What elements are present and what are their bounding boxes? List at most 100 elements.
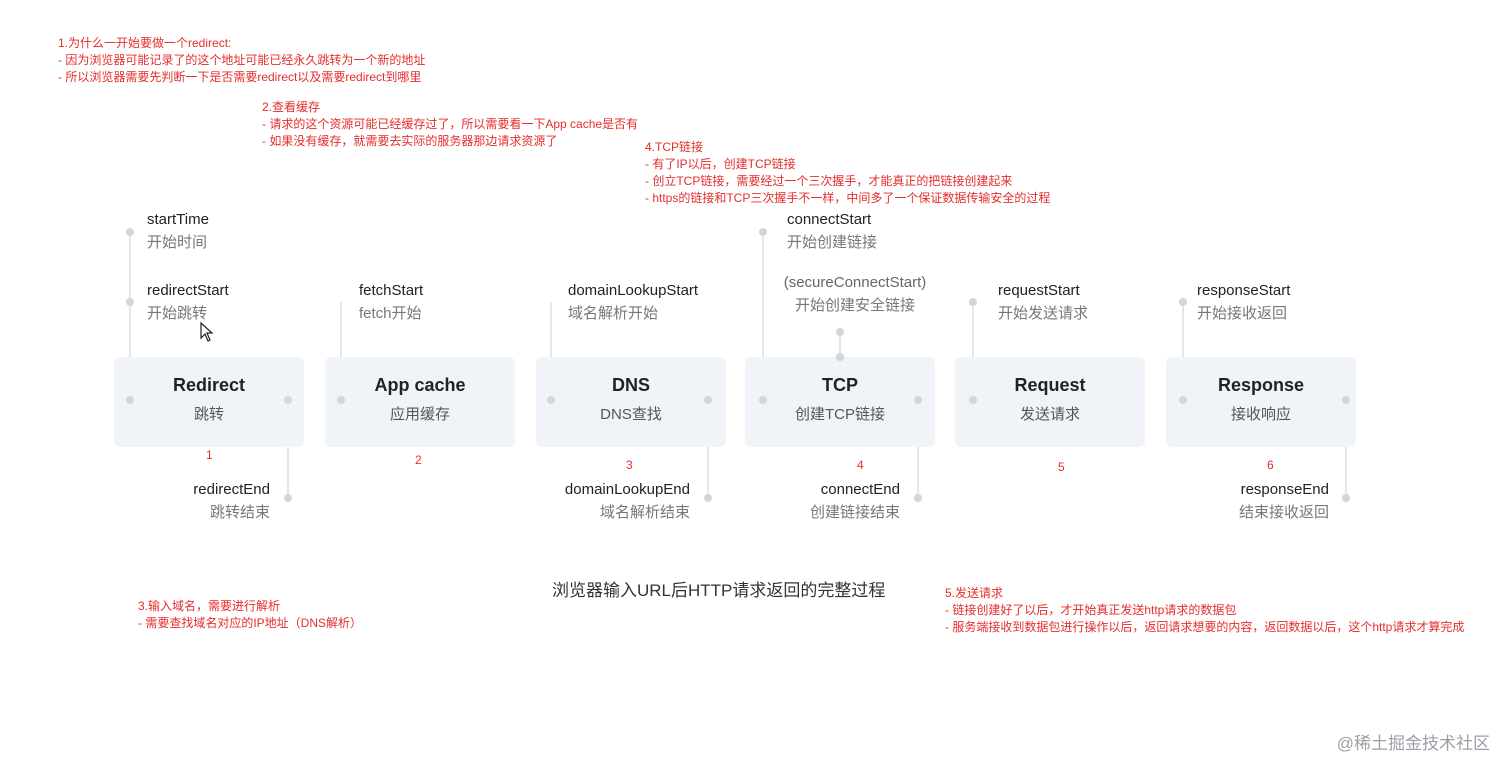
label-fetchstart: fetchStart fetch开始	[359, 281, 423, 324]
stage-subtitle: DNS查找	[600, 406, 662, 423]
dot-connectend	[914, 494, 922, 502]
note-title: 5.发送请求	[945, 586, 1004, 600]
label-zh: 域名解析结束	[599, 504, 690, 521]
note-line: - 请求的这个资源可能已经缓存过了，所以需要看一下App cache是否有	[262, 117, 639, 131]
stage-redirect: Redirect 跳转	[114, 357, 304, 447]
note-line: - 需要查找域名对应的IP地址（DNS解析）	[138, 616, 363, 630]
label-en: connectEnd	[820, 481, 900, 498]
label-en: (secureConnectStart)	[783, 274, 927, 291]
label-connectend: connectEnd 创建链接结束	[810, 480, 900, 523]
dot-requeststart-top	[969, 298, 977, 306]
dot-fetchstart	[337, 396, 345, 404]
label-zh: 开始发送请求	[998, 305, 1089, 322]
dot-responsestart	[1179, 396, 1187, 404]
line-redirectend	[287, 398, 289, 498]
note-request: 5.发送请求 - 链接创建好了以后，才开始真正发送http请求的数据包 - 服务…	[945, 585, 1464, 636]
label-en: redirectEnd	[193, 481, 270, 498]
label-en: domainLookupStart	[568, 282, 699, 299]
diagram-title: 浏览器输入URL后HTTP请求返回的完整过程	[552, 581, 886, 600]
stage-request: Request 发送请求	[955, 357, 1145, 447]
label-zh: 创建链接结束	[809, 504, 900, 521]
label-en: responseEnd	[1240, 481, 1329, 498]
label-responseend: responseEnd 结束接收返回	[1239, 480, 1329, 523]
note-line: - 有了IP以后，创建TCP链接	[645, 157, 796, 171]
label-redirectend: redirectEnd 跳转结束	[193, 480, 270, 523]
stage-title: DNS	[611, 375, 650, 395]
note-redirect: 1.为什么一开始要做一个redirect: - 因为浏览器可能记录了的这个地址可…	[58, 35, 425, 86]
line-responsestart	[1182, 302, 1184, 400]
label-en: connectStart	[787, 211, 872, 228]
line-domainlookupend	[707, 398, 709, 498]
label-zh: fetch开始	[359, 305, 422, 322]
label-en: startTime	[147, 211, 209, 228]
dot-tcp-end	[914, 396, 922, 404]
line-connectstart	[762, 232, 764, 400]
label-zh: 开始跳转	[147, 305, 208, 322]
label-en: redirectStart	[147, 282, 229, 299]
stage-title: TCP	[822, 375, 858, 395]
note-dns: 3.输入域名，需要进行解析 - 需要查找域名对应的IP地址（DNS解析）	[138, 598, 362, 632]
stage-number-1: 1	[206, 448, 213, 462]
watermark: @稀土掘金技术社区	[1336, 734, 1490, 753]
stage-tcp: TCP 创建TCP链接	[745, 357, 935, 447]
label-zh: 开始创建链接	[787, 234, 878, 251]
dot-responseend	[1342, 494, 1350, 502]
note-line: - 所以浏览器需要先判断一下是否需要redirect以及需要redirect到哪…	[58, 70, 422, 84]
dot-domainlookupend	[704, 494, 712, 502]
dot-secureconnect-top	[836, 328, 844, 336]
line-starttime	[129, 232, 131, 400]
mouse-cursor-icon	[200, 322, 214, 342]
stage-number-4: 4	[857, 458, 864, 472]
stage-subtitle: 跳转	[193, 406, 224, 423]
line-responseend	[1345, 398, 1347, 498]
label-requeststart: requestStart 开始发送请求	[998, 281, 1088, 324]
label-en: domainLookupEnd	[564, 481, 690, 498]
stage-subtitle: 应用缓存	[389, 406, 450, 423]
label-en: responseStart	[1197, 282, 1291, 299]
dot-tcp-begin	[759, 396, 767, 404]
stage-number-6: 6	[1267, 458, 1274, 472]
stage-title: Redirect	[172, 375, 246, 395]
line-fetchstart	[340, 302, 342, 400]
note-line: - 创立TCP链接，需要经过一个三次握手，才能真正的把链接创建起来	[645, 174, 1013, 188]
note-line: - 因为浏览器可能记录了的这个地址可能已经永久跳转为一个新的地址	[58, 53, 426, 67]
line-connectend	[917, 398, 919, 498]
dot-redirectstart	[126, 298, 134, 306]
label-zh: 开始接收返回	[1197, 305, 1288, 322]
label-zh: 跳转结束	[209, 504, 270, 521]
stage-number-3: 3	[626, 458, 633, 472]
note-title: 4.TCP链接	[645, 140, 704, 154]
note-line: - https的链接和TCP三次握手不一样，中间多了一个保证数据传输安全的过程	[645, 191, 1051, 205]
line-secureconnect	[839, 330, 841, 358]
stage-title: Request	[1014, 375, 1086, 395]
label-zh: 域名解析开始	[568, 305, 659, 322]
stage-subtitle: 创建TCP链接	[794, 406, 885, 423]
label-zh: 结束接收返回	[1238, 504, 1329, 521]
dot-responsestart-top	[1179, 298, 1187, 306]
label-domainlookupstart: domainLookupStart 域名解析开始	[568, 281, 698, 324]
stage-subtitle: 发送请求	[1019, 406, 1080, 423]
note-title: 1.为什么一开始要做一个redirect:	[58, 36, 232, 50]
note-line: - 如果没有缓存，就需要去实际的服务器那边请求资源了	[262, 134, 558, 148]
label-zh: 开始时间	[147, 234, 208, 251]
label-starttime: startTime 开始时间	[147, 210, 209, 253]
note-title: 3.输入域名，需要进行解析	[138, 599, 281, 613]
stage-dns: DNS DNS查找	[536, 357, 726, 447]
label-responsestart: responseStart 开始接收返回	[1197, 281, 1290, 324]
dot-redirect-begin	[126, 396, 134, 404]
stage-number-2: 2	[415, 453, 422, 467]
label-redirectstart: redirectStart 开始跳转	[147, 281, 229, 324]
dot-domainlookupstart	[547, 396, 555, 404]
stage-number-5: 5	[1058, 460, 1065, 474]
dot-starttime	[126, 228, 134, 236]
label-en: requestStart	[998, 282, 1080, 299]
note-title: 2.查看缓存	[262, 100, 321, 114]
line-requeststart	[972, 302, 974, 400]
note-line: - 链接创建好了以后，才开始真正发送http请求的数据包	[945, 603, 1237, 617]
label-secureconnectstart: (secureConnectStart) 开始创建安全链接	[770, 273, 940, 316]
dot-redirect-end	[284, 396, 292, 404]
line-domainlookupstart	[550, 302, 552, 400]
stage-app-cache: App cache 应用缓存	[325, 357, 515, 447]
note-tcp: 4.TCP链接 - 有了IP以后，创建TCP链接 - 创立TCP链接，需要经过一…	[645, 139, 1050, 207]
stage-subtitle: 接收响应	[1230, 406, 1291, 423]
